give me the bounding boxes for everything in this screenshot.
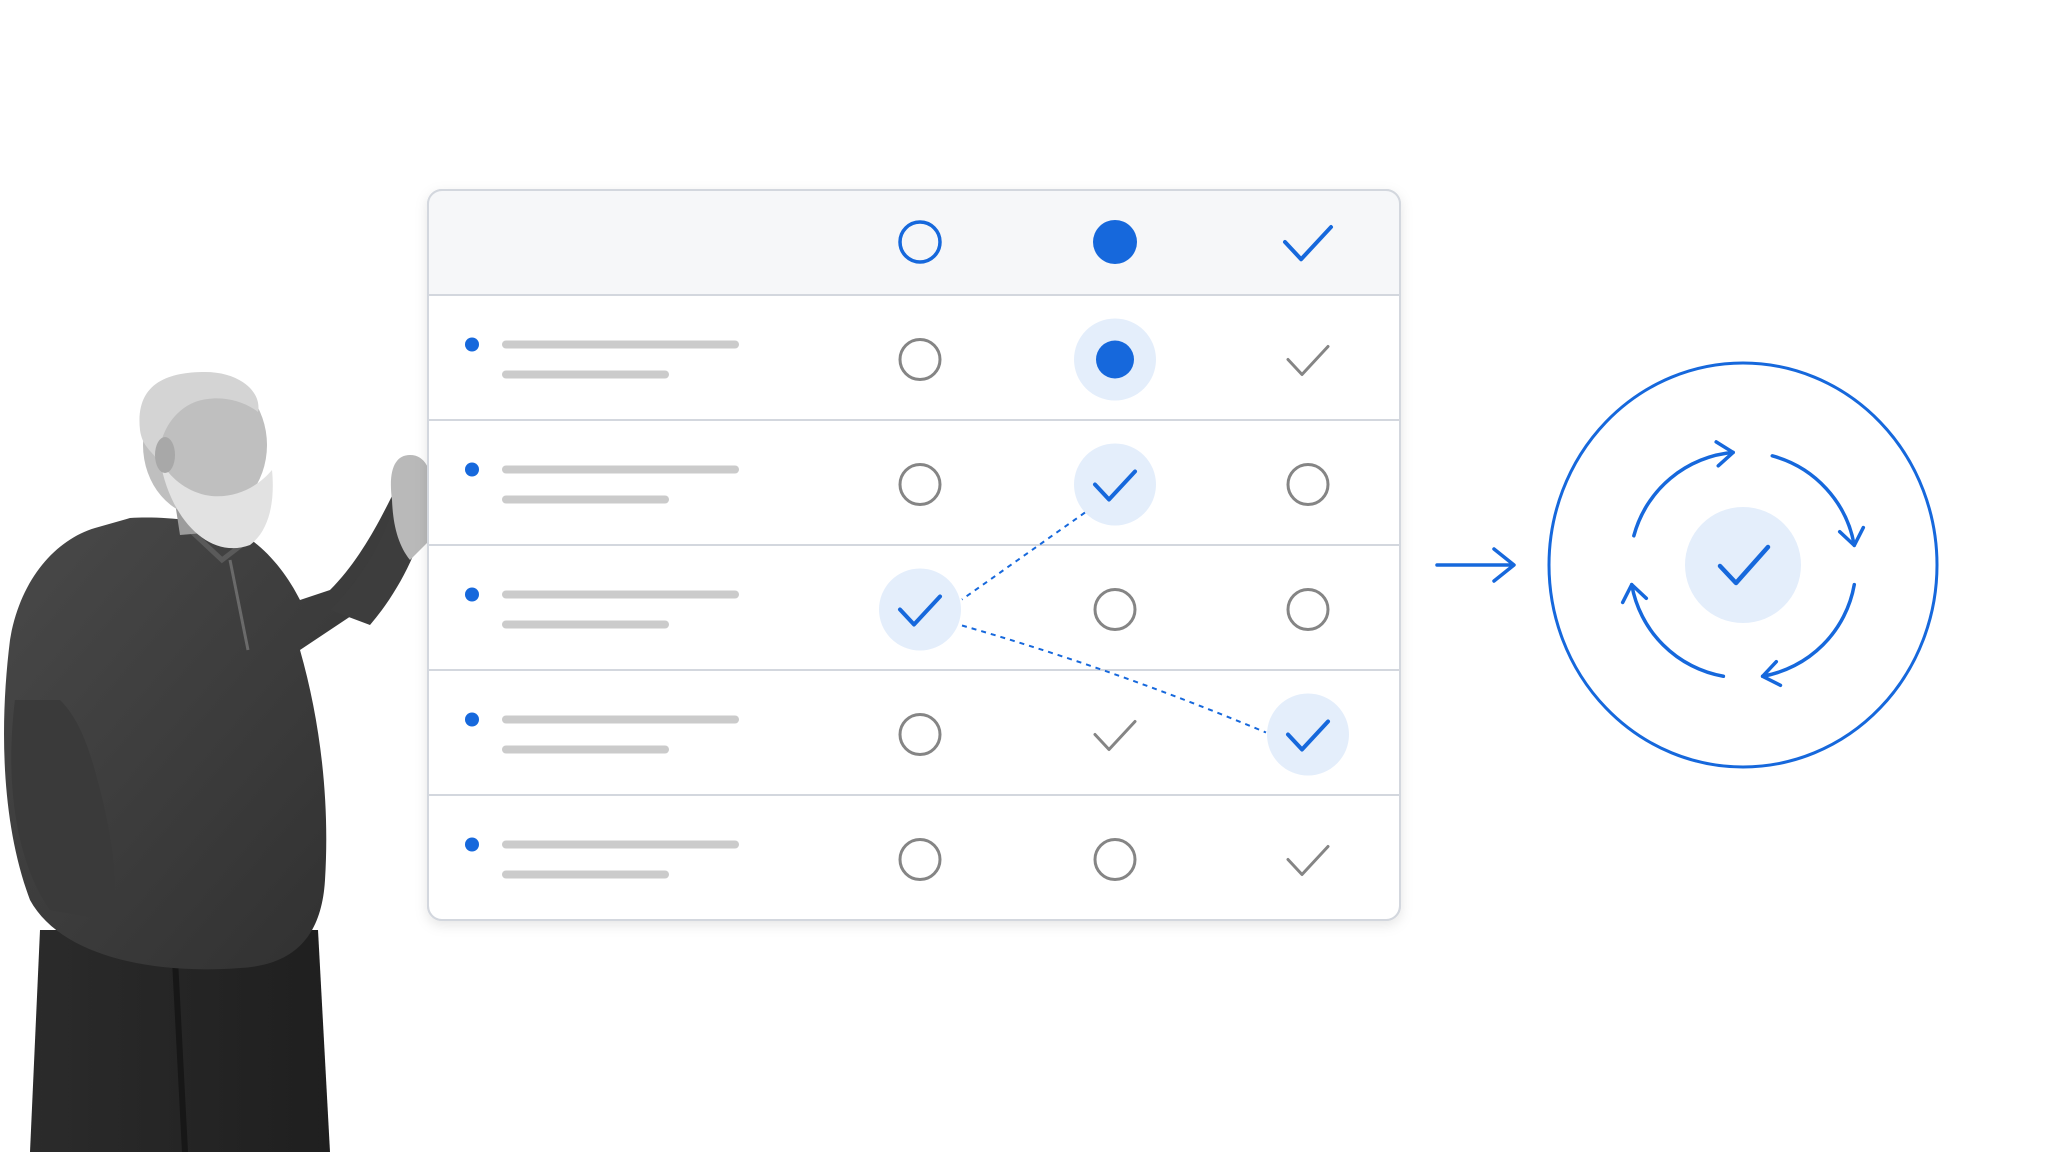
matrix-cell[interactable] bbox=[1286, 845, 1330, 876]
refresh-cycle-icon bbox=[1620, 440, 1866, 688]
matrix-cell[interactable] bbox=[1074, 318, 1156, 401]
circle-outline-icon bbox=[1093, 588, 1137, 631]
row-subtitle-placeholder bbox=[502, 620, 669, 629]
matrix-card bbox=[427, 189, 1401, 921]
row-title-placeholder bbox=[502, 715, 739, 724]
matrix-cell[interactable] bbox=[1286, 345, 1330, 376]
row-title-placeholder bbox=[502, 840, 739, 849]
check-icon bbox=[1093, 469, 1137, 502]
matrix-cell[interactable] bbox=[1286, 588, 1330, 631]
circle-outline-icon bbox=[898, 713, 942, 756]
circle-outline-icon bbox=[898, 463, 942, 506]
matrix-cell[interactable] bbox=[898, 713, 942, 756]
row-title-placeholder bbox=[502, 340, 739, 349]
check-icon bbox=[1717, 544, 1771, 586]
arrowhead-icon bbox=[1620, 582, 1649, 605]
row-title-placeholder bbox=[502, 465, 739, 474]
matrix-cell[interactable] bbox=[1093, 720, 1137, 751]
check-icon bbox=[1286, 345, 1330, 376]
outcome-cycle bbox=[1547, 361, 1939, 769]
table-row[interactable] bbox=[428, 337, 1400, 421]
matrix-cell[interactable] bbox=[1074, 443, 1156, 526]
arrowhead-icon bbox=[1760, 659, 1783, 688]
circle-outline-icon bbox=[1093, 838, 1137, 881]
cycle-arc bbox=[1770, 454, 1857, 548]
table-row[interactable] bbox=[428, 712, 1400, 796]
row-subtitle-placeholder bbox=[502, 370, 669, 379]
matrix-cell[interactable] bbox=[898, 838, 942, 881]
cycle-arc bbox=[1629, 582, 1726, 679]
arrowhead-icon bbox=[1714, 440, 1735, 468]
circle-filled-icon bbox=[1093, 220, 1137, 264]
table-row[interactable] bbox=[465, 837, 739, 879]
check-icon bbox=[1093, 720, 1137, 751]
check-icon bbox=[1286, 845, 1330, 876]
row-title-placeholder bbox=[502, 590, 739, 599]
dot-icon bbox=[465, 712, 479, 727]
circle-outline-icon bbox=[1286, 588, 1330, 631]
dot-icon bbox=[465, 587, 479, 602]
matrix-cell[interactable] bbox=[1093, 588, 1137, 631]
circle-filled-icon bbox=[1096, 340, 1134, 379]
circle-outline-icon bbox=[1286, 463, 1330, 506]
cycle-arc bbox=[1632, 450, 1735, 538]
dot-icon bbox=[465, 837, 479, 852]
row-subtitle-placeholder bbox=[502, 745, 669, 754]
cell-highlight bbox=[1267, 693, 1349, 776]
outcome-outer-ring bbox=[1547, 361, 1939, 769]
matrix-cell[interactable] bbox=[1093, 838, 1137, 881]
outcome-center-badge bbox=[1685, 507, 1801, 623]
connector-line bbox=[961, 511, 1086, 601]
circle-outline-icon bbox=[898, 838, 942, 881]
dot-icon bbox=[465, 337, 479, 352]
cell-highlight bbox=[879, 568, 961, 651]
circle-outline-icon bbox=[898, 338, 942, 381]
dot-icon bbox=[465, 462, 479, 477]
row-subtitle-placeholder bbox=[502, 495, 669, 504]
cell-highlight bbox=[1074, 443, 1156, 526]
table-row[interactable] bbox=[428, 462, 1400, 546]
cycle-arc bbox=[1760, 582, 1857, 679]
check-icon bbox=[1286, 719, 1330, 752]
matrix-cell[interactable] bbox=[879, 568, 961, 651]
check-icon bbox=[898, 594, 942, 627]
matrix-cell[interactable] bbox=[898, 463, 942, 506]
arrow-right-icon bbox=[1435, 547, 1516, 583]
matrix-cell[interactable] bbox=[1267, 693, 1349, 776]
check-icon bbox=[1283, 225, 1333, 262]
connector-line bbox=[961, 624, 1267, 734]
matrix-cell[interactable] bbox=[1286, 463, 1330, 506]
row-subtitle-placeholder bbox=[502, 870, 669, 879]
circle-outline-icon bbox=[898, 220, 942, 264]
matrix-cell[interactable] bbox=[898, 338, 942, 381]
arrowhead-icon bbox=[1837, 525, 1866, 548]
matrix-header-row bbox=[428, 190, 1400, 295]
table-row[interactable] bbox=[428, 587, 1400, 671]
